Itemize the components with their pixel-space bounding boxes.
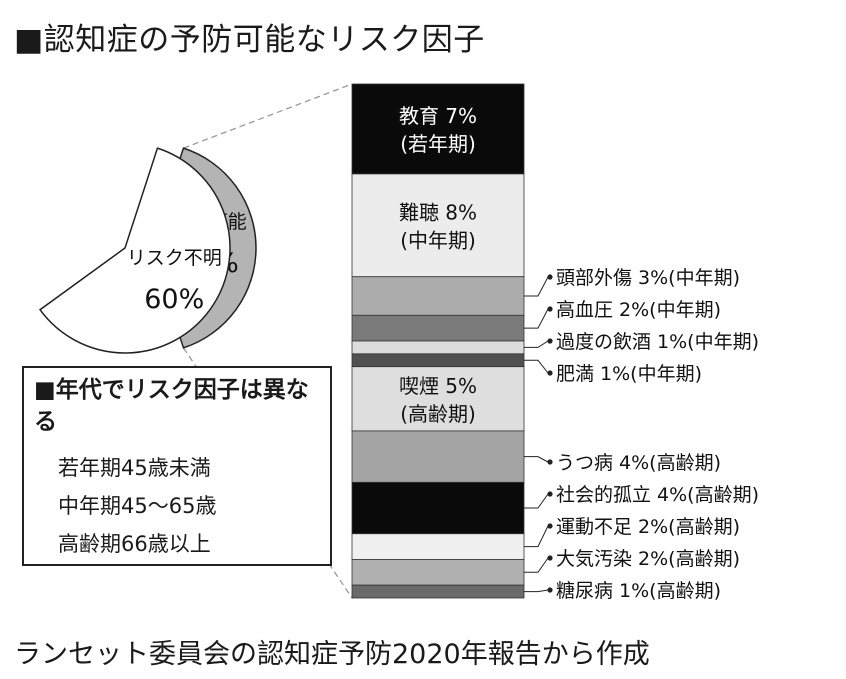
bar-segment-8 [351,430,525,483]
callout-leader [524,276,549,297]
callout-dot [547,338,553,344]
bar-segment-label: 難聴 8% [399,200,477,224]
bar-segment-12 [351,584,525,599]
callout-leader [524,557,549,573]
bar-segment-period: (中年期) [400,228,476,252]
legend-line-middle: 中年期45〜65歳 [58,494,217,518]
bar-segment-label: 喫煙 5% [399,374,477,398]
callout-leader [524,456,549,463]
callout-dot [547,370,553,376]
connector-top [183,83,353,149]
callout-leader [524,340,549,348]
pie-slice-label: リスク不明 [127,247,222,269]
bar-segment-period: (若年期) [400,132,476,156]
bar-segment-label: 教育 7% [399,104,477,128]
callout-label: うつ病 4%(高齢期) [556,452,721,474]
pie-slice-value: 60% [144,284,204,315]
callout-label: 過度の飲酒 1%(中年期) [556,331,759,353]
bar-segment-3 [351,276,525,316]
legend-line-old: 高齢期66歳以上 [58,532,211,556]
bar-segment-2 [351,173,525,278]
bar-segment-5 [351,340,525,355]
callout-leader [524,493,549,509]
pie-slice-unknown [39,147,231,354]
bar-segment-1 [351,83,525,175]
callout-dot [547,491,553,497]
legend-line-young: 若年期45歳未満 [58,456,211,480]
callout-dot [547,587,553,593]
bar-segment-period: (高齢期) [400,402,476,426]
bar-segment-7 [351,366,525,432]
callout-dot [547,459,553,465]
legend-box-title: ■年代でリスク因子は異なる [34,377,309,435]
callout-dot [547,274,553,280]
bar-segment-10 [351,533,525,560]
callout-label: 肥満 1%(中年期) [556,363,702,385]
callout-label: 大気汚染 2%(高齢期) [556,548,740,570]
bar-segment-11 [351,559,525,586]
chart-title: ■認知症の予防可能なリスク因子 [14,22,485,58]
callout-dot [547,306,553,312]
callout-leader [524,525,549,548]
callout-label: 高血圧 2%(中年期) [556,299,721,321]
callout-leader [524,589,549,593]
callout-dot [547,523,553,529]
bar-segment-4 [351,314,525,342]
callout-leader [524,308,549,329]
callout-label: 社会的孤立 4%(高齢期) [556,484,759,506]
callout-label: 頭部外傷 3%(中年期) [556,267,740,289]
callout-label: 運動不足 2%(高齢期) [556,516,740,538]
callout-label: 糖尿病 1%(高齢期) [556,580,721,602]
bar-segment-9 [351,481,525,535]
source-note: ランセット委員会の認知症予防2020年報告から作成 [14,639,650,670]
bar-callout-labels: 頭部外傷 3%(中年期) 高血圧 2%(中年期) 過度の飲酒 1%(中年期) 肥満 1… [524,267,759,602]
stacked-bar-chart: 教育 7% (若年期) 難聴 8% (中年期) 喫煙 5% (高齢期) [351,83,525,599]
callout-dot [547,555,553,561]
age-period-legend-box: ■年代でリスク因子は異なる 若年期45歳未満 中年期45〜65歳 高齢期66歳以… [22,366,332,566]
bar-segment-6 [351,353,525,368]
callout-leader [524,359,549,374]
